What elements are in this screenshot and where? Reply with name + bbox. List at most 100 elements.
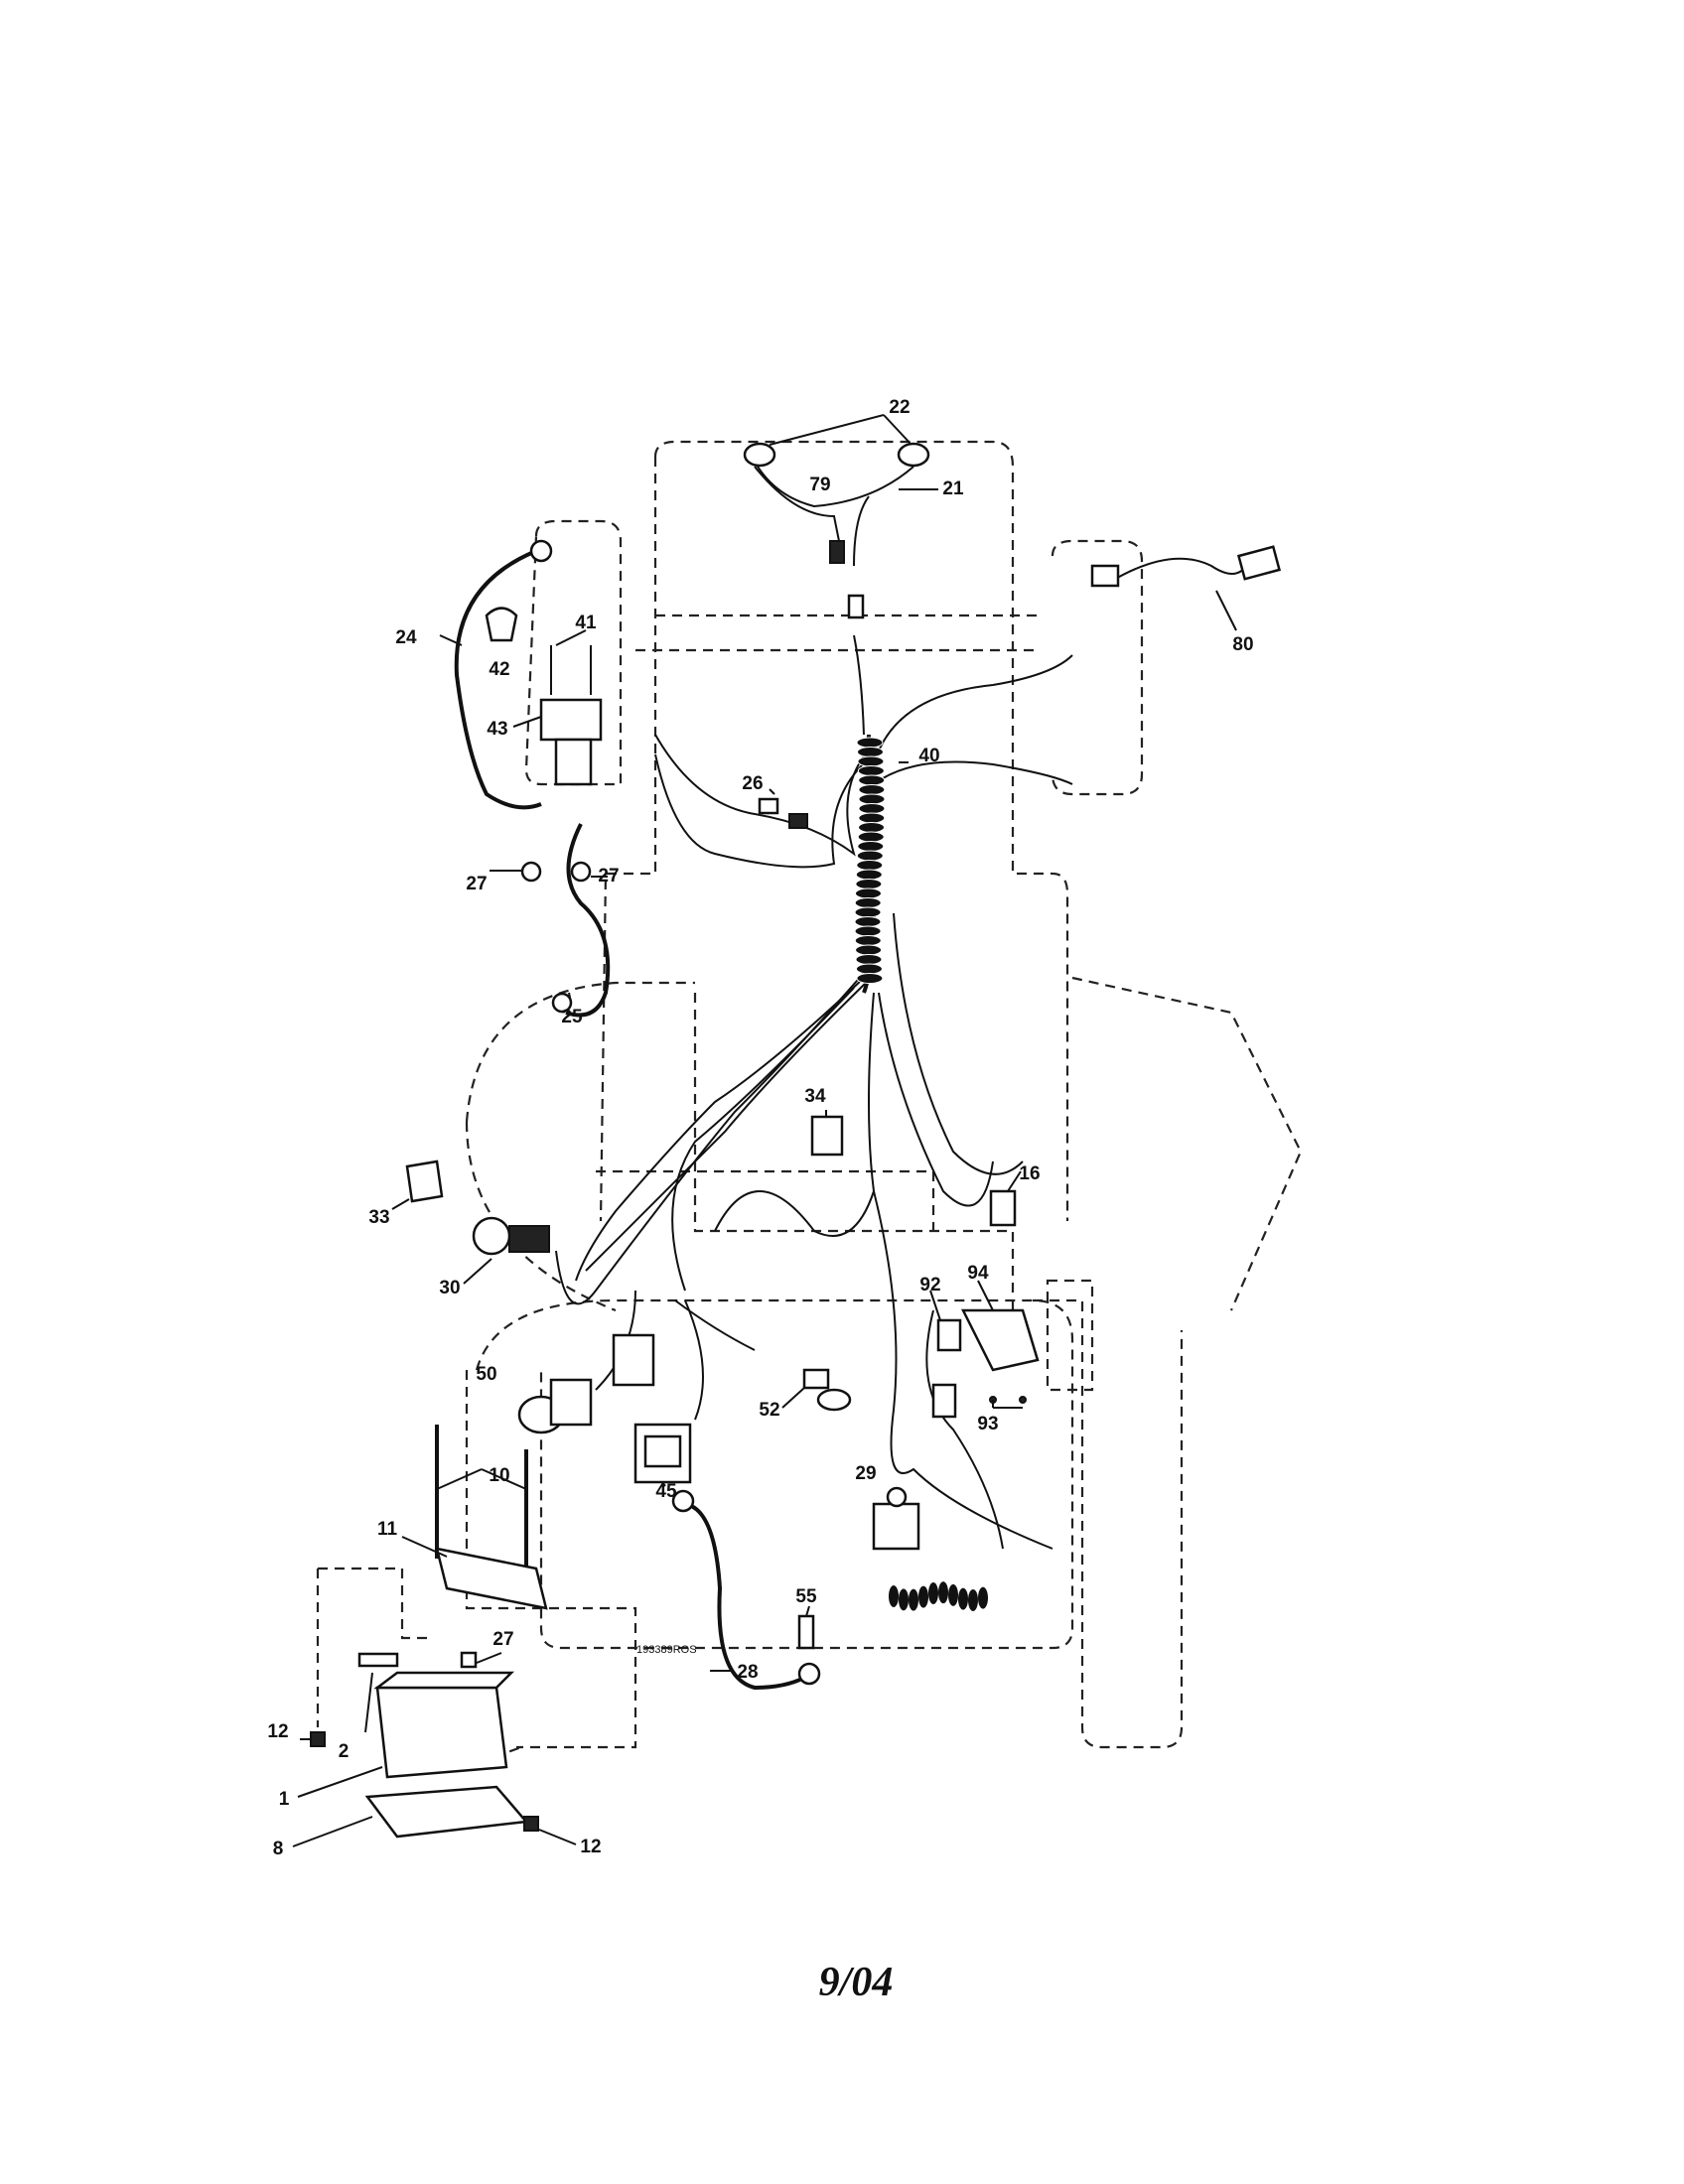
cover-42: [485, 607, 518, 642]
callout-27-c: 27: [492, 1629, 513, 1650]
coil-loop: [857, 841, 885, 852]
callout-24: 24: [395, 627, 417, 648]
callout-11: 11: [377, 1519, 398, 1540]
coil-loop: [858, 793, 886, 805]
battery-tray-8: [364, 1785, 529, 1839]
fuel-sender-80: [1236, 545, 1282, 581]
coil-loop: [856, 973, 884, 984]
screw-93-b: [1019, 1396, 1027, 1404]
parts: [310, 442, 1282, 1839]
coil-loop-lower: [889, 1585, 899, 1607]
callout-40: 40: [918, 746, 939, 766]
coil-loop: [854, 925, 882, 937]
drawing-code: 193389ROS: [636, 1644, 697, 1656]
bolt-2: [357, 1652, 399, 1668]
switch-92-b: [931, 1383, 957, 1419]
leader-lines: [292, 414, 1237, 1847]
main-harness: [555, 495, 1073, 1611]
callout-79: 79: [809, 475, 830, 495]
harness-coil: [854, 737, 988, 1611]
callout-21: 21: [942, 478, 964, 499]
ignition-switch-30: [472, 1216, 511, 1256]
callout-94: 94: [967, 1263, 989, 1284]
relay-33: [405, 1160, 444, 1203]
coil-loop: [855, 879, 883, 889]
battery-1-top: [373, 1671, 515, 1690]
callout-34: 34: [804, 1086, 826, 1107]
coil-loop: [855, 954, 883, 965]
callout-43: 43: [487, 719, 507, 740]
callout-93: 93: [977, 1414, 998, 1434]
coil-loop-lower: [948, 1583, 958, 1606]
callout-30: 30: [439, 1278, 460, 1298]
callout-29: 29: [855, 1463, 876, 1484]
callout-55: 55: [795, 1586, 817, 1607]
callout-27-a: 27: [466, 874, 487, 894]
headlight-left: [743, 442, 776, 468]
connector-80: [1090, 564, 1120, 588]
switch-29-knob: [886, 1486, 908, 1508]
callout-33: 33: [368, 1207, 389, 1228]
coil-loop-lower: [958, 1587, 968, 1610]
coil-loop-lower: [968, 1588, 978, 1611]
battery-1: [375, 1686, 508, 1779]
coil-loop-lower: [978, 1586, 988, 1609]
callout-8: 8: [273, 1839, 284, 1859]
nut-12-a: [310, 1731, 326, 1747]
harness-connector: [612, 1333, 655, 1387]
coil-loop: [855, 944, 883, 956]
coil-loop: [854, 935, 882, 946]
coil-loop: [856, 747, 884, 757]
coil-loop-lower: [928, 1581, 938, 1604]
callout-41: 41: [575, 613, 597, 633]
headlight-right: [897, 442, 930, 468]
coil-loop-lower: [909, 1588, 918, 1611]
callout-12-b: 12: [580, 1837, 601, 1857]
callout-25: 25: [561, 1007, 583, 1027]
callout-92: 92: [919, 1275, 940, 1296]
headlight-connector: [829, 540, 845, 564]
callouts: 22 79 21 80 24 41 42 43 26 40 27 27 25 3…: [267, 397, 1253, 1859]
coil-loop: [855, 963, 883, 975]
coil-loop-lower: [899, 1588, 909, 1611]
clip-26-a: [758, 797, 779, 815]
coil-loop: [858, 812, 886, 824]
coil-loop: [854, 916, 882, 927]
callout-22: 22: [889, 397, 910, 418]
hour-meter-45-window: [643, 1434, 682, 1468]
switch-16: [989, 1189, 1017, 1227]
callout-26: 26: [742, 773, 763, 794]
callout-80: 80: [1232, 634, 1253, 655]
coil-loop: [858, 774, 886, 786]
switch-34: [810, 1115, 844, 1157]
nut-27-b: [570, 861, 592, 883]
coil-loop-lower: [918, 1585, 928, 1608]
solenoid-43-plate: [539, 698, 603, 742]
callout-2: 2: [339, 1741, 350, 1762]
coil-loop: [855, 869, 883, 881]
cable-28-top: [671, 1489, 695, 1513]
coil-loop: [856, 737, 884, 749]
switch-29: [872, 1502, 920, 1551]
harness-plug-top: [847, 594, 865, 619]
coil-loop: [857, 831, 885, 843]
nut-27-c: [460, 1651, 478, 1669]
plug-52: [802, 1368, 830, 1390]
switch-50-body: [549, 1378, 593, 1427]
screw-55: [797, 1614, 815, 1650]
clip-26-b: [788, 813, 808, 829]
cable-28-bottom: [797, 1662, 821, 1686]
date-code: 9/04: [819, 1960, 894, 2005]
cable-24-end: [529, 539, 553, 563]
coil-loop: [858, 784, 886, 795]
coil-loop-lower: [938, 1581, 948, 1604]
coil-loop: [854, 906, 882, 918]
callout-16: 16: [1019, 1163, 1040, 1184]
callout-12-a: 12: [267, 1721, 288, 1742]
coil-loop: [856, 860, 884, 871]
nut-27-a: [520, 861, 542, 883]
callout-1: 1: [279, 1789, 290, 1810]
plug-52-loop: [816, 1388, 852, 1412]
coil-loop: [854, 897, 882, 908]
